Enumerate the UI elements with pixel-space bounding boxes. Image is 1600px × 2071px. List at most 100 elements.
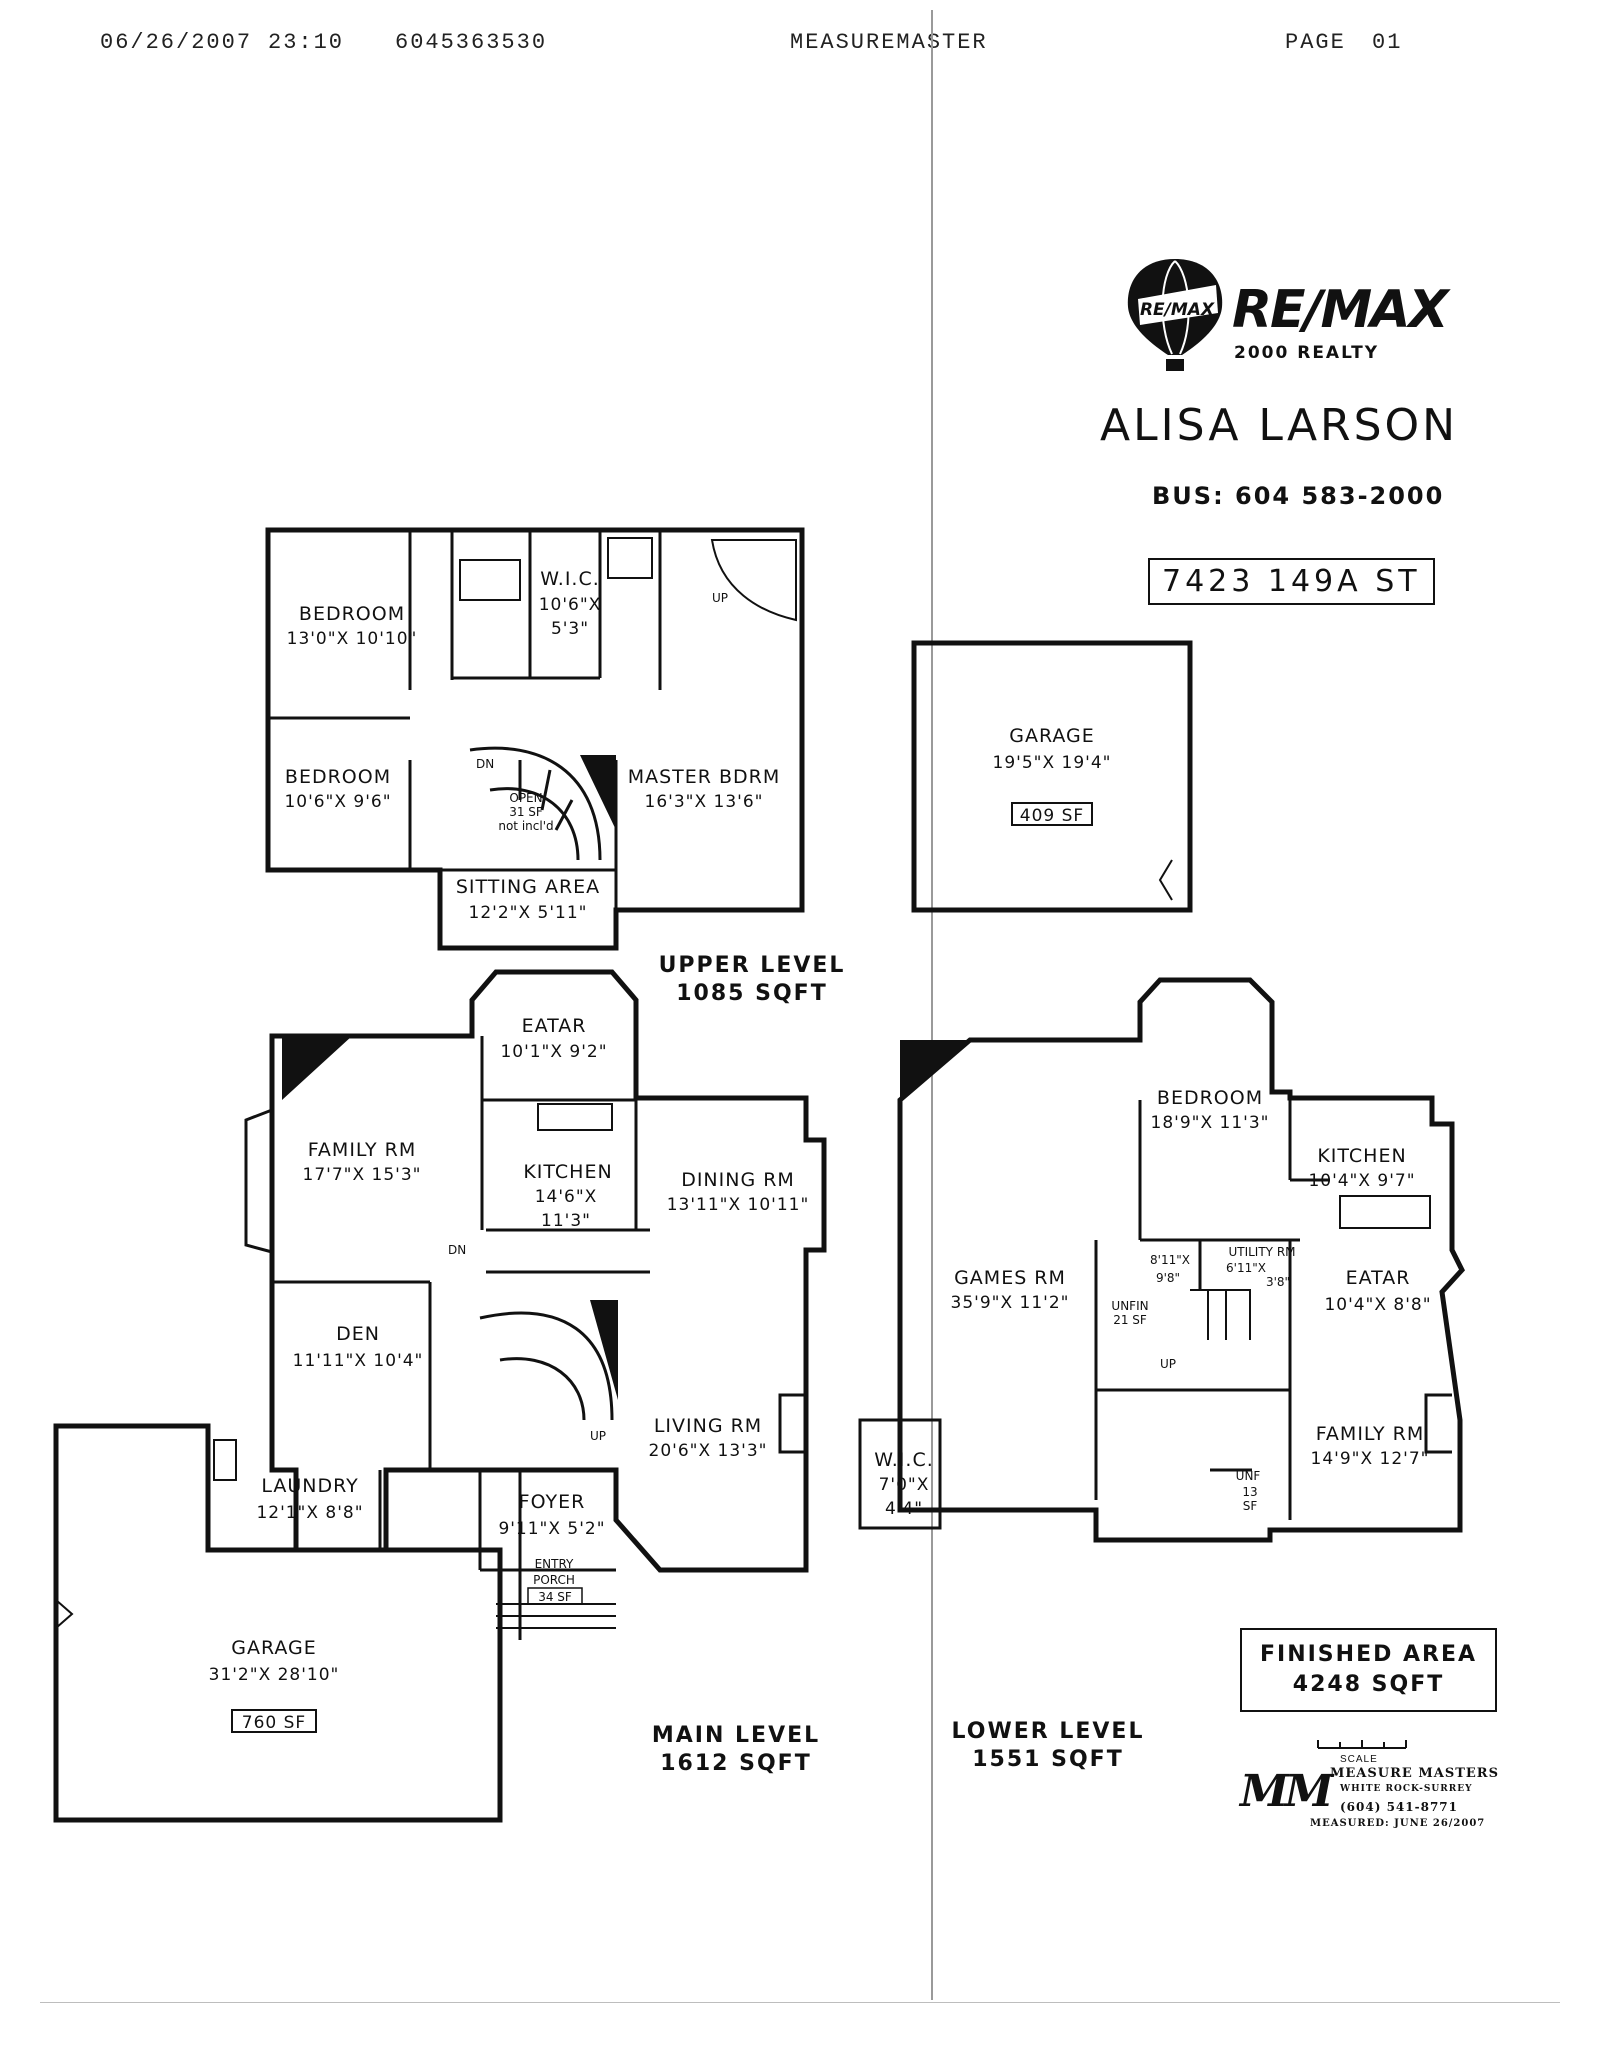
lower-unfin-right-unit: SF <box>1243 1499 1258 1513</box>
lower-games-rm-dims: 35'9"X 11'2" <box>951 1293 1070 1313</box>
sitting-area-dims: 12'2"X 5'11" <box>469 903 588 923</box>
scale-bar <box>1317 1740 1407 1749</box>
main-eatar-dims: 10'1"X 9'2" <box>500 1042 607 1062</box>
porch-area-box <box>527 1587 583 1605</box>
tub-fixture <box>710 539 797 622</box>
scale-label: SCALE <box>1340 1754 1378 1765</box>
lower-wic-name: W.I.C. <box>874 1449 934 1471</box>
fireplace-solid <box>282 1036 352 1100</box>
upper-bedroom-1-dims: 13'0"X 10'10" <box>287 629 418 649</box>
upper-open-area: 31 SF <box>509 805 543 819</box>
lower-outline <box>897 977 1466 1543</box>
lower-bedroom-dims: 18'9"X 11'3" <box>1151 1113 1270 1133</box>
main-bay-window <box>244 1108 273 1254</box>
stair-solid-main <box>590 1300 618 1400</box>
lower-stair <box>1190 1289 1251 1340</box>
detached-garage-dims: 19'5"X 19'4" <box>993 753 1112 773</box>
main-foyer-name: FOYER <box>519 1491 586 1513</box>
upper-level-area: 1085 SQFT <box>676 981 827 1006</box>
lower-bedroom-name: BEDROOM <box>1157 1087 1263 1109</box>
measurer-company: MEASURE MASTERS <box>1330 1766 1499 1781</box>
upper-open-label: OPEN <box>509 791 542 805</box>
measurer-phone: (604) 541-8771 <box>1340 1800 1459 1814</box>
lower-walls <box>1094 1098 1330 1520</box>
porch-steps <box>496 1603 616 1629</box>
upper-bedroom-2-name: BEDROOM <box>285 766 391 788</box>
main-dining-rm-dims: 13'11"X 10'11" <box>667 1195 810 1215</box>
lower-level-label: LOWER LEVEL <box>952 1719 1145 1744</box>
main-garage <box>53 1423 503 1823</box>
remax-logo: RE/MAX <box>1232 280 1449 340</box>
main-walls <box>270 1036 650 1640</box>
lower-closet-dims2: 9'8" <box>1156 1271 1180 1285</box>
main-up-tag: UP <box>590 1429 606 1443</box>
upper-level-plan <box>265 527 805 951</box>
lower-eatar-dims: 10'4"X 8'8" <box>1324 1295 1431 1315</box>
main-level-label: MAIN LEVEL <box>652 1723 820 1748</box>
office-name: 2000 REALTY <box>1234 343 1380 363</box>
lower-utility-dims2: 3'8" <box>1266 1275 1290 1289</box>
main-level-area: 1612 SQFT <box>660 1751 811 1776</box>
property-address: 7423 149A ST <box>1148 558 1435 605</box>
main-eatar-name: EATAR <box>522 1015 587 1037</box>
balloon-text: RE/MAX <box>1140 300 1215 320</box>
porch-line-2: PORCH <box>533 1573 575 1587</box>
upper-stair <box>469 746 602 861</box>
kitchen-island <box>537 1103 613 1131</box>
lower-unfin-right-label: UNF <box>1236 1469 1261 1483</box>
bath-fixture <box>459 559 521 601</box>
main-dining-rm-name: DINING RM <box>681 1169 795 1191</box>
lower-unfin-left-area: 21 SF <box>1113 1313 1147 1327</box>
main-stair <box>479 1311 614 1421</box>
main-family-rm-dims: 17'7"X 15'3" <box>303 1165 422 1185</box>
main-laundry-name: LAUNDRY <box>261 1475 358 1497</box>
upper-down-tag: DN <box>476 757 494 771</box>
lower-closet-dims: 8'11"X <box>1150 1253 1190 1267</box>
lower-wic <box>858 1418 942 1530</box>
lower-utility-dims: 6'11"X <box>1226 1261 1266 1275</box>
agent-phone: BUS: 604 583-2000 <box>1152 482 1445 510</box>
main-den-dims: 11'11"X 10'4" <box>293 1351 424 1371</box>
porch-line-1: ENTRY <box>535 1557 574 1571</box>
main-family-rm-name: FAMILY RM <box>308 1139 416 1161</box>
upper-outline <box>265 527 805 951</box>
main-garage-doors <box>55 1599 440 1821</box>
balloon-logo: RE/MAX <box>1120 255 1230 375</box>
upper-wic-dims2: 5'3" <box>551 619 589 639</box>
lower-games-rm-name: GAMES RM <box>954 1267 1066 1289</box>
upper-wic-name: W.I.C. <box>540 568 600 590</box>
main-kitchen-dims2: 11'3" <box>541 1211 591 1231</box>
upper-level-label: UPPER LEVEL <box>659 953 846 978</box>
main-down-tag: DN <box>448 1243 466 1257</box>
detached-garage-name: GARAGE <box>1009 725 1095 747</box>
lower-wic-dims: 7'0"X <box>879 1475 930 1495</box>
main-living-rm-dims: 20'6"X 13'3" <box>649 1441 768 1461</box>
master-bdrm-dims: 16'3"X 13'6" <box>645 792 764 812</box>
fax-page-number: 01 <box>1372 30 1403 55</box>
lower-kitchen-dims: 10'4"X 9'7" <box>1308 1171 1415 1191</box>
lower-level-plan <box>858 977 1466 1543</box>
measurer-address: WHITE ROCK-SURREY <box>1340 1784 1473 1794</box>
main-kitchen-name: KITCHEN <box>523 1161 612 1183</box>
lower-family-rm-name: FAMILY RM <box>1316 1423 1424 1445</box>
measure-masters-logo: MM <box>1240 1766 1333 1817</box>
lower-unfin-left-label: UNFIN <box>1111 1299 1148 1313</box>
finished-area-label: FINISHED AREA <box>1260 1642 1478 1667</box>
main-foyer-dims: 9'11"X 5'2" <box>498 1519 605 1539</box>
fax-number: 6045363530 <box>395 30 548 55</box>
main-level-plan <box>53 969 827 1823</box>
detached-garage-plan <box>911 640 1193 913</box>
finished-area-box: FINISHED AREA 4248 SQFT <box>1240 1628 1498 1712</box>
main-kitchen-dims: 14'6"X <box>535 1187 598 1207</box>
upper-bedroom-1-name: BEDROOM <box>299 603 405 625</box>
fax-date: 06/26/2007 <box>100 30 253 55</box>
main-laundry-dims: 12'1"X 8'8" <box>256 1503 363 1523</box>
lower-up-tag: UP <box>1160 1357 1176 1371</box>
lower-fireplace <box>1424 1393 1452 1454</box>
upper-bedroom-2-dims: 10'6"X 9'6" <box>284 792 391 812</box>
main-garage-dims: 31'2"X 28'10" <box>209 1665 340 1685</box>
upper-up-tag: UP <box>712 591 728 605</box>
laundry-fixture <box>213 1439 237 1481</box>
fireplace-living <box>778 1393 806 1454</box>
